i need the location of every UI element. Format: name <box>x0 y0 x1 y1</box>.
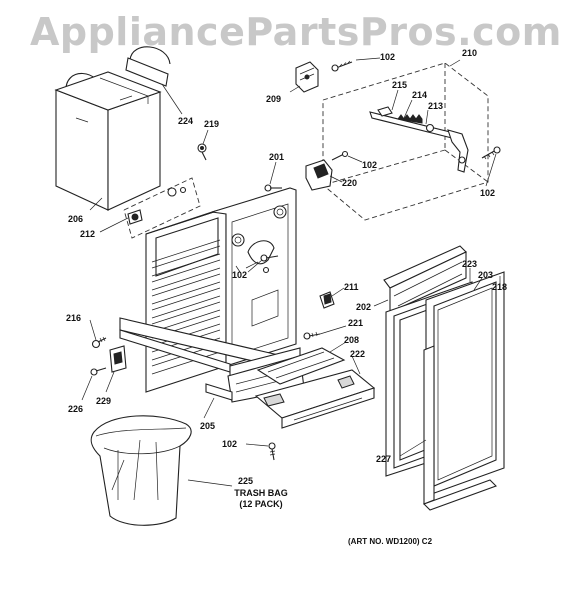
screw-226 <box>90 367 107 376</box>
callout-222: 222 <box>350 349 366 359</box>
callout-202: 202 <box>356 302 372 312</box>
callout-218: 218 <box>492 282 508 292</box>
kick-plate-208 <box>256 347 346 385</box>
screw-102-bottom <box>268 442 276 461</box>
callout-229: 229 <box>96 396 112 406</box>
leader-lines <box>81 57 501 487</box>
latch-bar-215 <box>369 106 469 173</box>
callout-215: 215 <box>392 80 408 90</box>
screw-221 <box>303 331 321 340</box>
bracket-209 <box>295 61 319 93</box>
callout-206: 206 <box>68 214 84 224</box>
screw-102-panel <box>260 254 279 262</box>
fastener-box-212 <box>123 177 201 239</box>
trash-bag-note: TRASH BAG (12 PACK) <box>226 488 296 510</box>
callout-102: 102 <box>362 160 378 170</box>
callout-102: 102 <box>222 439 238 449</box>
callout-226: 226 <box>68 404 84 414</box>
trim-227 <box>423 345 497 511</box>
callout-210: 210 <box>462 48 478 58</box>
bracket-229 <box>109 345 127 373</box>
callout-211: 211 <box>344 282 359 292</box>
art-number: (ART NO. WD1200) C2 <box>348 537 433 546</box>
trash-bag-note-line-2: (12 PACK) <box>239 499 283 509</box>
callout-209: 209 <box>266 94 282 104</box>
callout-220: 220 <box>342 178 358 188</box>
callout-227: 227 <box>376 454 392 464</box>
callout-212: 212 <box>80 229 96 239</box>
callout-223: 223 <box>462 259 478 269</box>
watermark-logo: AppliancePartsPros.com <box>30 10 562 54</box>
callout-102: 102 <box>480 188 496 198</box>
paper-bag-206 <box>54 71 162 211</box>
callout-214: 214 <box>412 90 428 100</box>
callout-225: 225 <box>238 476 254 486</box>
trash-bag-note-line-1: TRASH BAG <box>234 488 288 498</box>
bracket-211 <box>319 291 335 309</box>
cabinet-frame <box>119 187 305 403</box>
callout-224: 224 <box>178 116 194 126</box>
callout-203: 203 <box>478 270 494 280</box>
callout-201: 201 <box>269 152 285 162</box>
bag-handle-224 <box>125 46 171 87</box>
trash-bag-225 <box>90 415 192 526</box>
screw-102-right <box>481 146 501 160</box>
handle-222 <box>254 369 376 429</box>
screw-219 <box>197 143 207 161</box>
screw-102-top <box>331 60 353 72</box>
callout-219: 219 <box>204 119 220 129</box>
bracket-220 <box>305 150 349 191</box>
screw-216 <box>91 336 107 349</box>
rail-202 <box>383 245 467 313</box>
door-frame-218 <box>425 271 505 497</box>
callout-213: 213 <box>428 101 444 111</box>
callout-216: 216 <box>66 313 82 323</box>
callout-205: 205 <box>200 421 216 431</box>
callout-208: 208 <box>344 335 360 345</box>
callout-221: 221 <box>348 318 364 328</box>
screw-201 <box>264 184 282 192</box>
callout-102: 102 <box>232 270 248 280</box>
callout-102: 102 <box>380 52 396 62</box>
